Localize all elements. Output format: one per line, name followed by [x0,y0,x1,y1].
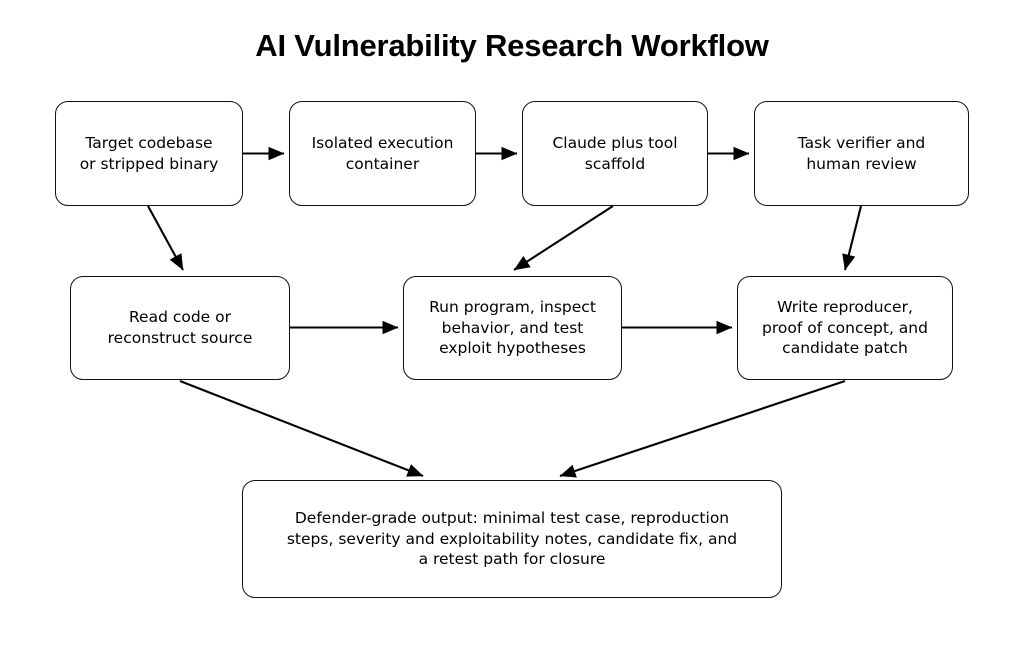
edge-verifier-to-write [842,205,863,271]
edge-target-to-read [147,205,184,271]
edge-write-to-output [559,380,846,478]
node-defender-grade-output-label: Defender-grade output: minimal test case… [286,509,738,569]
node-defender-grade-output[interactable]: Defender-grade output: minimal test case… [242,480,782,598]
node-isolated-execution-container-label: Isolated execution container [311,133,454,173]
node-claude-tool-scaffold[interactable]: Claude plus tool scaffold [522,101,708,206]
node-target-codebase-label: Target codebase or stripped binary [79,133,219,173]
node-read-code-reconstruct-source[interactable]: Read code or reconstruct source [70,276,290,380]
node-isolated-execution-container[interactable]: Isolated execution container [289,101,476,206]
edge-claude-to-run [513,205,614,271]
node-write-reproducer-patch[interactable]: Write reproducer, proof of concept, and … [737,276,953,380]
node-task-verifier-human-review[interactable]: Task verifier and human review [754,101,969,206]
node-read-code-reconstruct-source-label: Read code or reconstruct source [107,308,253,347]
node-claude-tool-scaffold-label: Claude plus tool scaffold [552,133,678,173]
node-write-reproducer-patch-label: Write reproducer, proof of concept, and … [762,298,928,358]
node-task-verifier-human-review-label: Task verifier and human review [797,133,926,173]
node-target-codebase[interactable]: Target codebase or stripped binary [55,101,243,206]
edge-read-to-output [179,380,424,477]
node-run-program-test-exploits-label: Run program, inspect behavior, and test … [429,298,596,358]
page-title: AI Vulnerability Research Workflow [255,28,769,63]
node-run-program-test-exploits[interactable]: Run program, inspect behavior, and test … [403,276,622,380]
